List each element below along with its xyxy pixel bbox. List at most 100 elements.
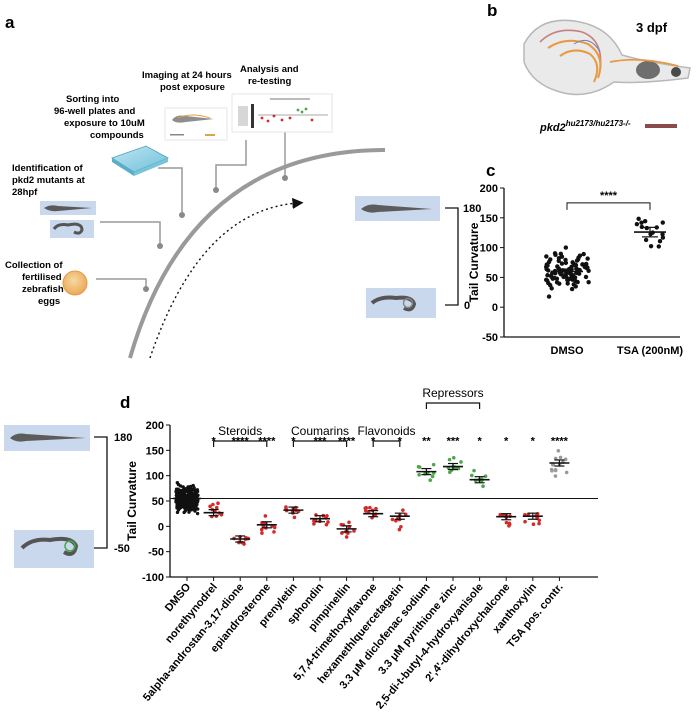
data-point: [573, 284, 578, 289]
data-point: [397, 527, 402, 532]
group-bracket: [292, 440, 348, 447]
data-point: [531, 522, 536, 527]
data-point: [174, 487, 179, 491]
data-point: [430, 474, 435, 479]
data-point: [660, 235, 666, 240]
data-point: [643, 237, 649, 243]
data-point: [183, 504, 187, 508]
data-point: [374, 506, 378, 511]
data-point: [325, 513, 329, 518]
group-label: Coumarins: [291, 424, 349, 438]
data-point: [549, 467, 554, 472]
x-tick-label: DMSO: [551, 345, 584, 357]
step-analysis-text: Analysis and re-testing: [240, 64, 301, 87]
y-axis-label: Tail Curvature: [467, 222, 481, 302]
data-point: [184, 486, 188, 491]
data-point: [565, 277, 570, 283]
panel-a: a Collection of fertilised zebrafish egg…: [5, 13, 481, 359]
y-tick-label: -100: [142, 572, 164, 584]
x-tick-label: TSA (200nM): [617, 345, 684, 357]
group-bracket: [213, 440, 268, 447]
significance-label: **: [422, 435, 431, 447]
data-point: [561, 274, 566, 280]
significance-label: ****: [551, 435, 569, 447]
data-point: [586, 280, 591, 285]
y-tick-label: 50: [152, 496, 164, 508]
panel-c-letter: c: [486, 161, 495, 180]
y-tick-label: 150: [480, 213, 498, 225]
group-bracket: [372, 440, 401, 447]
y-tick-label: 100: [480, 243, 498, 255]
data-point: [428, 478, 433, 483]
data-point: [553, 474, 558, 478]
data-point: [417, 473, 421, 477]
data-point: [208, 504, 212, 509]
analysis-thumbnail: [231, 93, 333, 133]
data-point: [657, 238, 663, 244]
data-point: [554, 280, 560, 285]
data-point: [284, 505, 288, 509]
data-point: [272, 530, 276, 534]
group-label: Repressors: [422, 386, 483, 400]
data-point: [195, 489, 200, 494]
scale-a-min: 0: [464, 300, 470, 312]
y-tick-label: 150: [146, 445, 164, 457]
significance-label: ***: [447, 435, 461, 447]
x-tick-label: 5alpha-androstan-3,17-dione: [141, 581, 246, 703]
data-point: [565, 281, 570, 286]
data-point: [190, 503, 194, 508]
data-point: [178, 493, 182, 498]
group-bracket: [425, 402, 481, 409]
data-point: [642, 219, 648, 224]
data-point: [543, 277, 549, 283]
data-point: [563, 245, 569, 250]
data-point: [403, 512, 408, 517]
scale-a-max: 180: [463, 203, 481, 215]
data-point: [537, 518, 542, 523]
y-tick-label: 100: [146, 471, 164, 483]
data-point: [573, 263, 578, 268]
data-point: [481, 484, 485, 488]
data-point: [575, 257, 581, 262]
data-point: [187, 510, 191, 514]
data-point: [568, 266, 574, 271]
data-point: [175, 481, 180, 485]
panel-a-letter: a: [5, 13, 15, 32]
data-point: [656, 244, 661, 249]
data-point: [186, 489, 191, 494]
data-point: [556, 449, 561, 453]
data-point: [431, 462, 436, 467]
y-axis-label: Tail Curvature: [125, 461, 139, 541]
data-point: [347, 520, 351, 525]
step-sorting-text: Sorting into 96-well plates and exposure…: [54, 94, 147, 141]
data-point: [472, 468, 476, 473]
data-point: [368, 505, 372, 510]
data-point: [556, 266, 561, 271]
y-tick-label: -50: [482, 332, 498, 344]
data-point: [416, 464, 421, 469]
data-point: [583, 274, 589, 280]
data-point: [523, 519, 527, 524]
data-point: [242, 542, 246, 546]
step-dots: [143, 175, 288, 292]
data-point: [563, 260, 569, 266]
data-point: [312, 519, 316, 523]
genotype-label: pkd2hu2173/hu2173-/-: [539, 119, 631, 134]
significance-label: *: [504, 435, 509, 447]
data-point: [556, 258, 561, 264]
data-point: [552, 275, 557, 281]
data-point: [364, 509, 368, 513]
y-tick-label: -50: [148, 547, 164, 559]
data-point: [181, 485, 185, 489]
well-plate-icon: [111, 145, 169, 176]
step-identification-text: Identification of pkd2 mutants at 28hpf: [12, 163, 88, 198]
data-point: [190, 492, 195, 497]
data-point: [660, 232, 665, 237]
data-point: [634, 221, 640, 227]
data-point: [186, 507, 190, 512]
data-point: [507, 524, 511, 528]
data-point: [553, 456, 558, 461]
data-point: [399, 524, 403, 529]
data-point: [545, 273, 550, 278]
